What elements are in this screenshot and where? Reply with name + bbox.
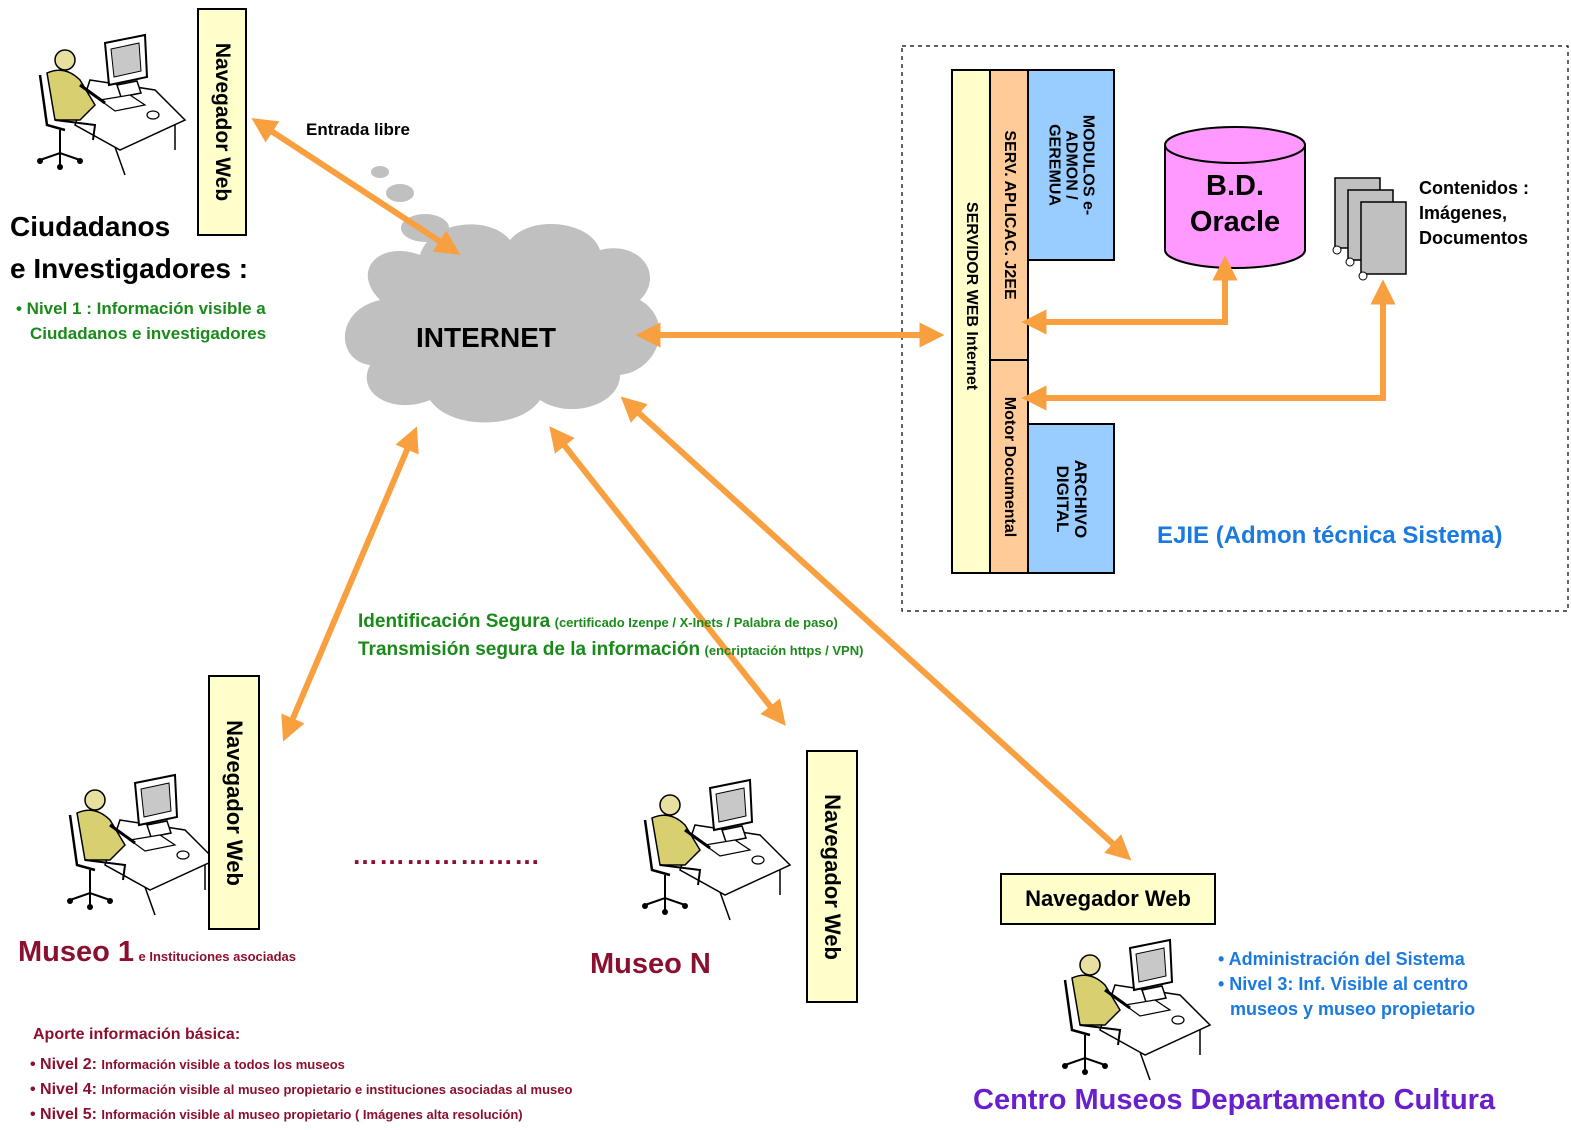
user-computer-icon	[65, 773, 217, 917]
centro-bullets: • Administración del Sistema • Nivel 3: …	[1218, 949, 1476, 1019]
archivo-digital-label: ARCHIVO DIGITAL	[1053, 459, 1090, 538]
cloud-icon	[344, 166, 660, 423]
browser-label: Navegador Web	[222, 719, 247, 886]
citizens-title: Ciudadanos e Investigadores :	[10, 211, 249, 284]
aporte-list: • Nivel 2: Información visible a todos l…	[30, 1052, 572, 1127]
documents-icon	[1332, 177, 1407, 281]
serv-aplicac-label: SERV. APLICAC. J2EE	[1001, 130, 1018, 300]
centro-title: Centro Museos Departamento Cultura	[973, 1084, 1496, 1116]
browser-box-museon: Navegador Web	[806, 750, 858, 1003]
museon-title: Museo N	[590, 948, 711, 980]
entrada-libre-label: Entrada libre	[306, 120, 410, 139]
servidor-web-label: SERVIDOR WEB Internet	[963, 202, 980, 391]
db-label: B.D. Oracle	[1189, 170, 1281, 238]
security-note: Identificación Segura (certificado Izenp…	[358, 611, 864, 660]
browser-box-museo1: Navegador Web	[208, 675, 260, 930]
list-item: • Nivel 5: Información visible al museo …	[30, 1106, 523, 1123]
user-computer-icon	[1060, 938, 1212, 1082]
browser-label: Navegador Web	[1025, 886, 1191, 911]
user-computer-icon	[35, 33, 187, 177]
aporte-heading: Aporte información básica:	[33, 1026, 241, 1043]
ellipsis-dots: …………………	[352, 840, 541, 870]
browser-label: Navegador Web	[211, 42, 234, 202]
ejie-label: EJIE (Admon técnica Sistema)	[1157, 522, 1503, 549]
browser-box-centro: Navegador Web	[1000, 873, 1216, 925]
browser-label: Navegador Web	[820, 793, 845, 960]
list-item: • Nivel 2: Información visible a todos l…	[30, 1056, 345, 1073]
citizens-level-note: • Nivel 1 : Información visible a Ciudad…	[16, 299, 267, 343]
internet-label: INTERNET	[416, 322, 556, 353]
motor-documental-label: Motor Documental	[1001, 396, 1018, 537]
connection-arrows	[251, 118, 1396, 861]
database-icon	[1164, 126, 1306, 269]
browser-box-citizens: Navegador Web	[197, 8, 247, 236]
museo1-title: Museo 1 e Instituciones asociadas	[18, 936, 296, 968]
contenidos-label: Contenidos : Imágenes, Documentos	[1419, 178, 1529, 248]
user-computer-icon	[640, 778, 792, 922]
modulos-label: MODULOS e- ADMON / GEREMUA	[1045, 114, 1097, 216]
list-item: • Nivel 4: Información visible al museo …	[30, 1081, 573, 1098]
